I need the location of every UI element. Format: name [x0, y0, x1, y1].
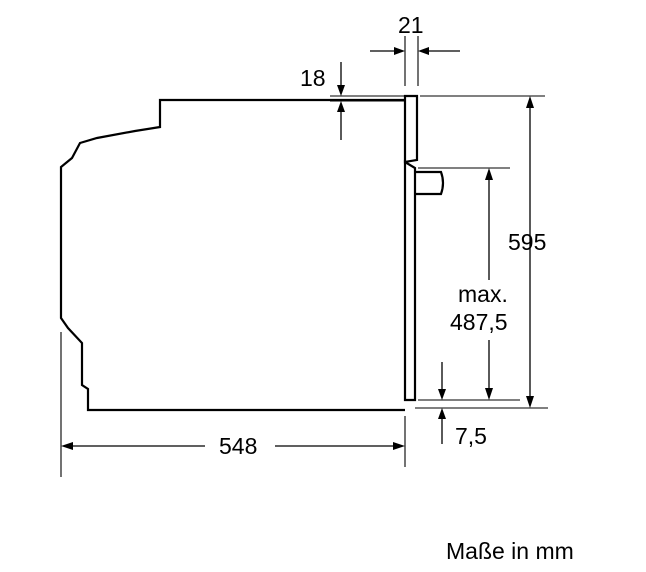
- dim-7-5-label: 7,5: [455, 423, 487, 449]
- dim-21-arrow-right: [418, 47, 429, 55]
- dim-18-arrow-down: [337, 85, 345, 96]
- front-panel-lower: [403, 160, 417, 402]
- dim-21-label: 21: [398, 12, 424, 38]
- dim-7-5-arrow-up: [438, 408, 446, 419]
- dim-487-arrow-bottom: [485, 388, 493, 400]
- front-panel-upper: [403, 94, 419, 164]
- dim-548-label: 548: [219, 433, 257, 459]
- dim-595-label: 595: [508, 229, 546, 255]
- dim-487-arrow-top: [485, 168, 493, 180]
- dim-21-arrow-left: [394, 47, 405, 55]
- dim-548-arrow-right: [393, 442, 405, 450]
- dim-7-5-arrow-down: [438, 389, 446, 400]
- dim-18-arrow-up: [337, 101, 345, 112]
- dim-595-arrow-top: [526, 96, 534, 108]
- dim-487-label-line1: max.: [458, 281, 508, 307]
- door-handle: [415, 170, 445, 196]
- oven-body-outline: [59, 98, 405, 412]
- units-caption: Maße in mm: [446, 538, 574, 564]
- dim-595-arrow-bottom: [526, 396, 534, 408]
- dim-18-label: 18: [300, 65, 326, 91]
- dim-487-label-line2: 487,5: [450, 309, 508, 335]
- dim-548-arrow-left: [61, 442, 73, 450]
